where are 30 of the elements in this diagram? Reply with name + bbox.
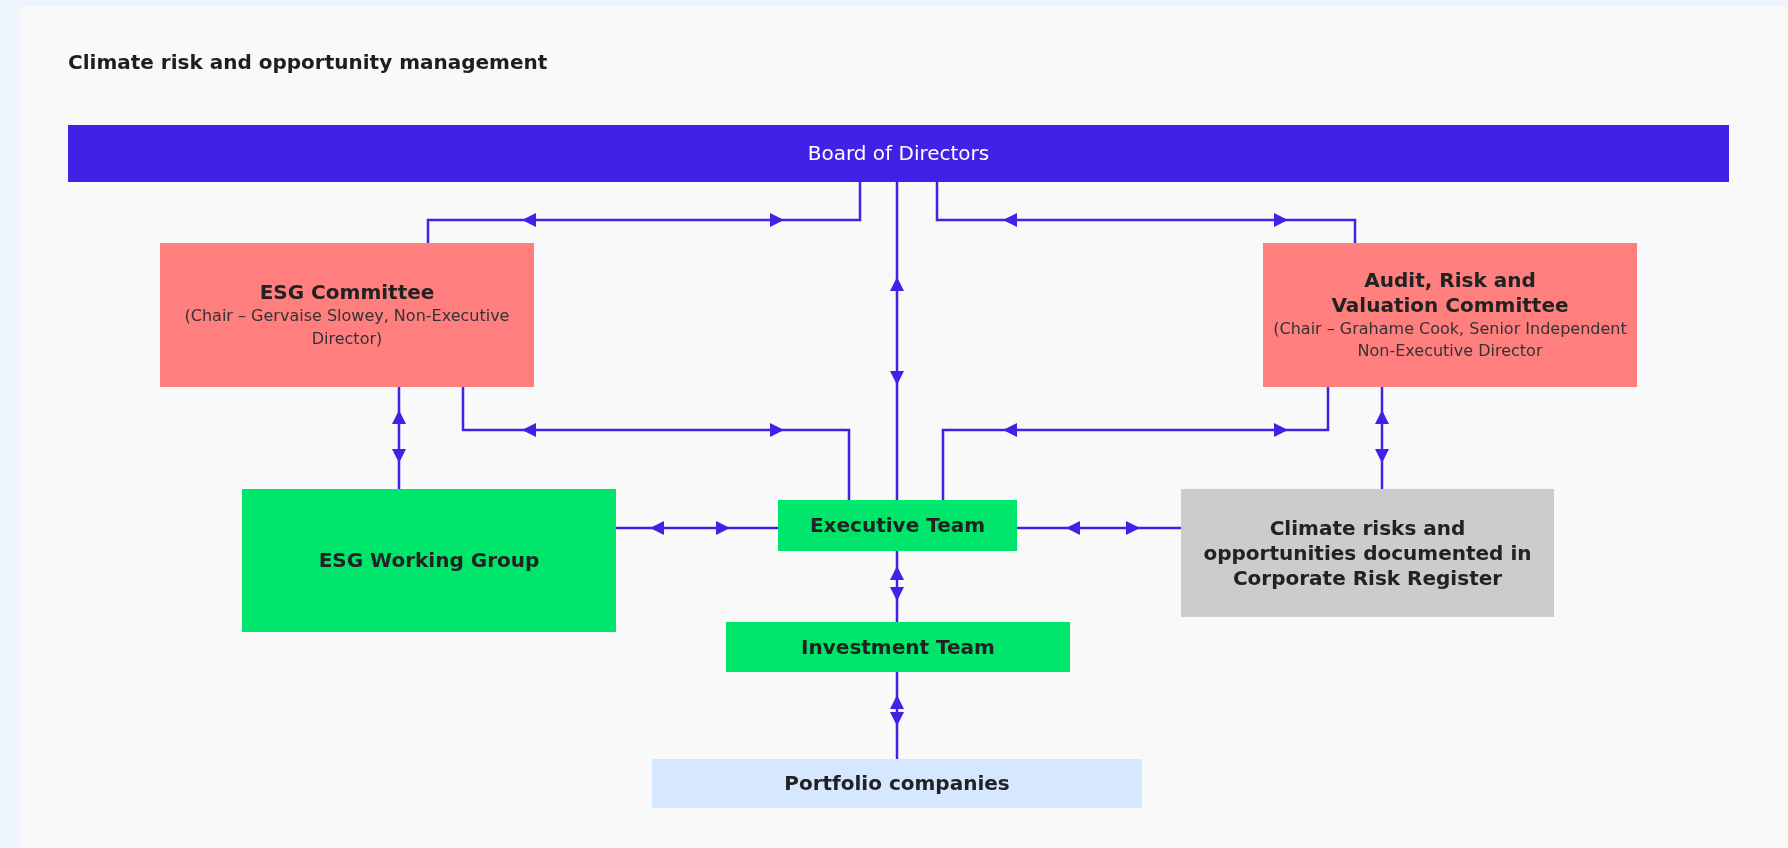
connector-arrow — [461, 387, 851, 500]
node-title: ESG Committee — [259, 280, 435, 306]
node-title: Portfolio companies — [784, 771, 1010, 796]
connector-arrow — [941, 387, 1330, 500]
node-title: ESG Working Group — [318, 548, 540, 573]
connector-arrow — [426, 182, 862, 243]
team-box — [242, 489, 616, 632]
connector-arrow — [890, 182, 904, 500]
node-title: Climate risks and opportunities documented in Corporate Risk Register — [1202, 515, 1533, 591]
connector-arrow — [935, 182, 1357, 243]
portfolio-box — [652, 759, 1142, 808]
connector-arrow — [616, 521, 778, 535]
node-description: (Chair – Grahame Cook, Senior Independent Non-Executive Director — [1273, 317, 1627, 362]
board-bar — [68, 125, 1729, 182]
connector-arrow — [392, 387, 406, 489]
node-description: (Chair – Gervaise Slowey, Non-Executive Director) — [183, 305, 511, 350]
diagram-title: Climate risk and opportunity management — [68, 50, 548, 74]
connector-arrow — [1375, 387, 1389, 489]
connector-arrow — [890, 551, 904, 622]
register-box — [1181, 489, 1554, 617]
node-title: Investment Team — [801, 634, 995, 660]
node-title: Audit, Risk and Valuation Committee — [1330, 267, 1570, 318]
team-box — [726, 622, 1070, 672]
committee-box — [1263, 243, 1637, 387]
team-box — [778, 500, 1017, 551]
node-title: Board of Directors — [807, 141, 990, 166]
connector-arrow — [1017, 521, 1181, 535]
connector-arrow — [890, 672, 904, 759]
node-title: Executive Team — [809, 513, 986, 538]
committee-box — [160, 243, 534, 387]
